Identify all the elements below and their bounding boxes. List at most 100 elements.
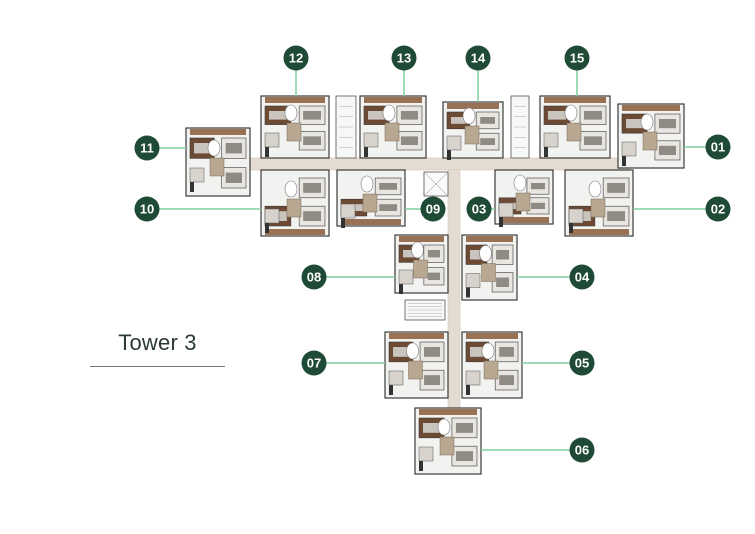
bed xyxy=(269,111,287,120)
kitchen xyxy=(340,203,356,219)
bed xyxy=(427,272,440,280)
bed xyxy=(548,111,566,120)
unit-badge-01[interactable]: 01 xyxy=(705,134,731,160)
bed xyxy=(658,119,676,129)
bed xyxy=(225,143,242,154)
bed xyxy=(393,347,409,357)
bed xyxy=(424,347,440,357)
bed xyxy=(303,111,321,120)
unit-badge-14[interactable]: 14 xyxy=(465,45,491,71)
unit-badge-15[interactable]: 15 xyxy=(564,45,590,71)
bed xyxy=(530,183,545,190)
unit-03 xyxy=(494,169,554,227)
kitchen xyxy=(465,370,481,386)
kitchen xyxy=(189,167,205,183)
unit-badge-05[interactable]: 05 xyxy=(569,350,595,376)
badge-label: 11 xyxy=(140,141,154,156)
bed xyxy=(530,202,545,209)
bed xyxy=(658,145,676,155)
lift-lobby xyxy=(423,171,449,197)
wall-segment xyxy=(419,461,423,471)
bed xyxy=(584,136,602,145)
bed xyxy=(303,211,321,221)
unit-badge-08[interactable]: 08 xyxy=(301,264,327,290)
badge-label: 10 xyxy=(140,202,154,217)
kitchen xyxy=(363,132,379,148)
balcony-deck xyxy=(341,219,401,225)
dining-table xyxy=(462,107,476,125)
bed xyxy=(368,111,386,120)
bed xyxy=(480,117,495,124)
kitchen xyxy=(621,141,637,157)
staircase-east xyxy=(510,95,530,159)
unit-badge-03[interactable]: 03 xyxy=(466,196,492,222)
bed xyxy=(470,250,483,260)
unit-04 xyxy=(461,234,518,301)
living-table xyxy=(286,122,302,142)
living-table xyxy=(209,157,225,177)
wall-segment xyxy=(364,147,368,157)
balcony-deck xyxy=(364,97,422,103)
unit-06 xyxy=(414,407,482,475)
wall-segment xyxy=(466,385,470,395)
badge-label: 02 xyxy=(711,202,725,217)
title-underline xyxy=(90,366,225,367)
badge-label: 12 xyxy=(289,51,303,66)
living-table xyxy=(590,198,606,218)
badge-label: 13 xyxy=(397,51,411,66)
bed xyxy=(427,250,440,258)
bed xyxy=(451,117,466,124)
dining-table xyxy=(207,139,221,157)
unit-01 xyxy=(617,103,685,169)
unit-badge-10[interactable]: 10 xyxy=(134,196,160,222)
badge-circle xyxy=(420,196,446,222)
unit-badge-12[interactable]: 12 xyxy=(283,45,309,71)
wall-segment xyxy=(569,223,573,233)
bed xyxy=(584,111,602,120)
unit-badge-13[interactable]: 13 xyxy=(391,45,417,71)
wall-segment xyxy=(544,147,548,157)
unit-badge-02[interactable]: 02 xyxy=(705,196,731,222)
dining-table xyxy=(437,418,451,436)
living-table xyxy=(408,360,423,380)
dining-table xyxy=(382,104,396,122)
badge-label: 06 xyxy=(575,443,589,458)
dining-table xyxy=(479,245,492,262)
unit-badge-11[interactable]: 11 xyxy=(134,135,160,161)
badge-circle xyxy=(569,264,595,290)
unit-badge-07[interactable]: 07 xyxy=(301,350,327,376)
unit-badge-04[interactable]: 04 xyxy=(569,264,595,290)
dining-table xyxy=(564,104,578,122)
living-table xyxy=(384,122,400,142)
kitchen xyxy=(264,208,280,224)
badge-label: 15 xyxy=(570,51,584,66)
living-table xyxy=(642,131,658,151)
bed xyxy=(496,250,509,260)
unit-badge-09[interactable]: 09 xyxy=(420,196,446,222)
badge-circle xyxy=(705,196,731,222)
badge-circle xyxy=(569,350,595,376)
bed xyxy=(499,375,514,385)
bed xyxy=(379,204,397,211)
badge-circle xyxy=(301,350,327,376)
bed xyxy=(455,423,473,433)
unit-13 xyxy=(359,95,427,159)
living-table xyxy=(464,125,480,145)
kitchen xyxy=(388,370,404,386)
dining-table xyxy=(411,241,424,259)
living-table xyxy=(413,259,428,279)
badge-label: 05 xyxy=(575,356,589,371)
staircase-south xyxy=(404,299,446,321)
living-table xyxy=(439,436,455,456)
dining-table xyxy=(284,180,298,198)
unit-02 xyxy=(564,169,634,237)
badge-circle xyxy=(283,45,309,71)
wall-segment xyxy=(265,147,269,157)
unit-badge-06[interactable]: 06 xyxy=(569,437,595,463)
dining-table xyxy=(640,113,654,131)
bed xyxy=(607,211,625,221)
service-cores xyxy=(335,95,530,321)
balcony-deck xyxy=(190,129,246,135)
badge-circle xyxy=(569,437,595,463)
